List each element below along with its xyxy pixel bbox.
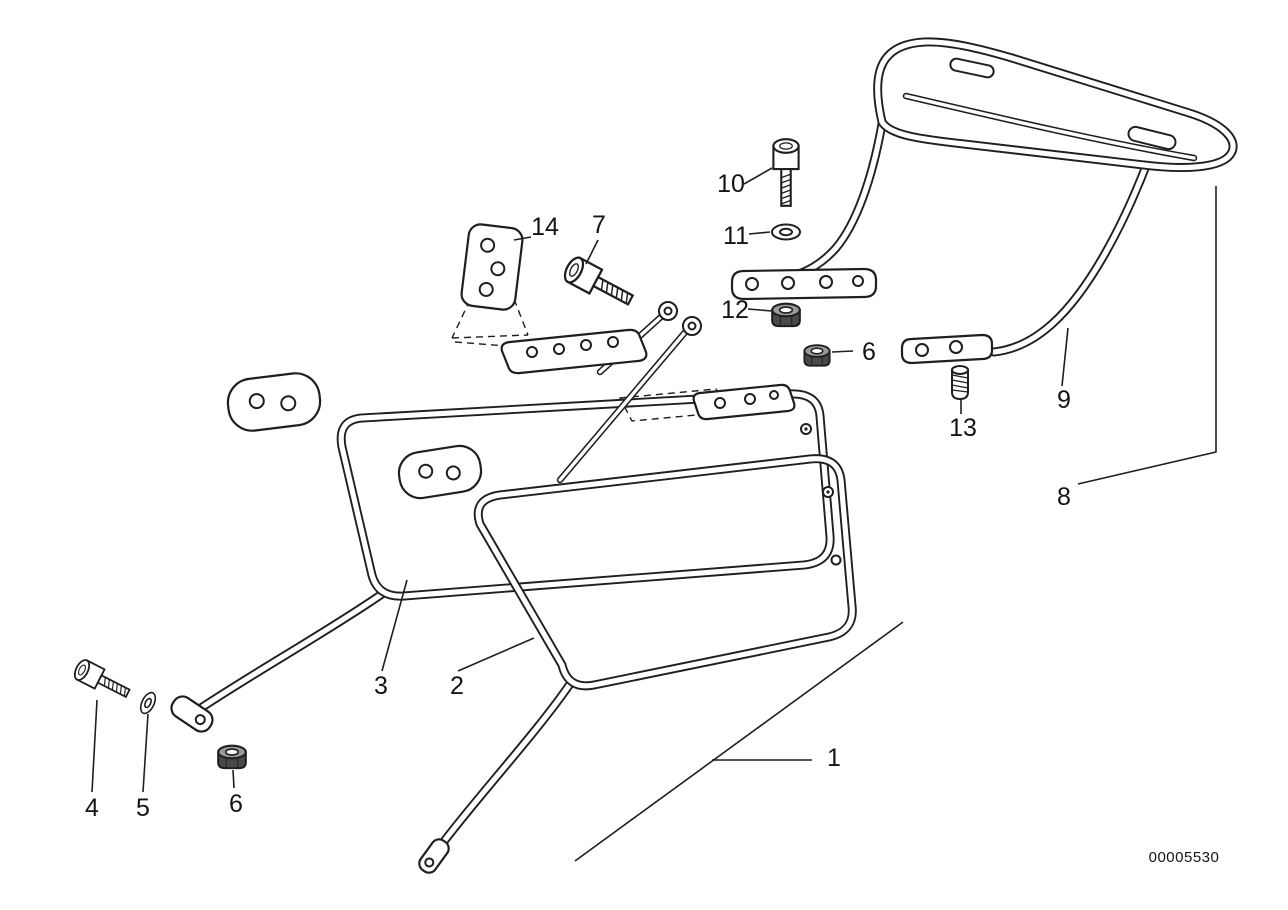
fastener-nut-6-upper — [803, 344, 831, 367]
fastener-bolt-4 — [70, 656, 134, 704]
luggage-rack — [730, 42, 1233, 365]
callout-2: 2 — [450, 672, 464, 700]
mounting-plates — [500, 328, 796, 421]
callout-1: 1 — [827, 744, 841, 772]
callout-6-lower: 6 — [229, 790, 243, 818]
callout-7: 7 — [592, 211, 606, 239]
fastener-nut-6-lower — [217, 744, 247, 770]
fastener-washer-5 — [136, 689, 160, 717]
callout-12: 12 — [721, 296, 749, 324]
fastener-bolt-10 — [772, 138, 800, 207]
callout-6-upper: 6 — [862, 338, 876, 366]
callout-11: 11 — [723, 222, 749, 250]
leader-lines — [91, 167, 1217, 862]
fastener-stud-13 — [951, 365, 969, 401]
rack-slot — [949, 57, 995, 79]
lobe-bracket — [397, 444, 483, 500]
case-holder-rear — [170, 301, 831, 733]
adapter-plate-14 — [460, 223, 524, 311]
callout-9: 9 — [1057, 386, 1071, 414]
callout-10: 10 — [717, 170, 745, 198]
callout-3: 3 — [374, 672, 388, 700]
callout-8: 8 — [1057, 483, 1071, 511]
mounting-tab — [418, 838, 450, 874]
fastener-bolt-7 — [560, 253, 638, 313]
callout-labels: 14 7 10 11 12 6 13 9 8 3 2 1 4 5 6 — [85, 170, 1071, 822]
callout-13: 13 — [949, 414, 977, 442]
lobe-bracket — [226, 372, 322, 432]
fastener-washer-11 — [771, 223, 801, 241]
callout-5: 5 — [136, 794, 150, 822]
callout-14: 14 — [531, 213, 559, 241]
diagram-number: 00005530 — [1149, 849, 1220, 866]
callout-4: 4 — [85, 794, 99, 822]
rack-slot — [1127, 125, 1177, 151]
case-holder-front — [397, 316, 852, 874]
mounting-tab — [170, 695, 214, 733]
fastener-nut-12 — [771, 302, 801, 328]
